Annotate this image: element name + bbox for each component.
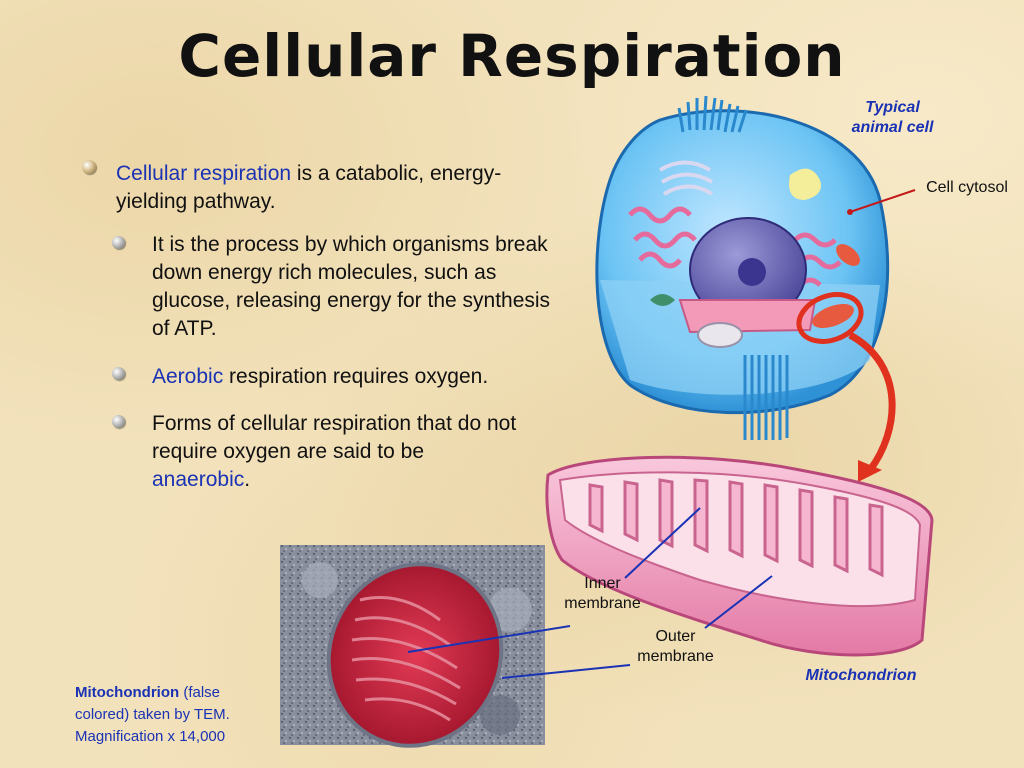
label-inner-membrane: Inner membrane — [555, 574, 650, 614]
mitochondrion-diagram — [547, 457, 932, 655]
bullet-3: Aerobic respiration requires oxygen. — [152, 363, 557, 391]
label-cytosol: Cell cytosol — [912, 178, 1022, 198]
label-outer-membrane: Outer membrane — [628, 627, 723, 667]
bullet-icon — [112, 236, 125, 249]
caption-bold: Mitochondrion — [75, 684, 179, 701]
bullet-icon — [82, 160, 96, 174]
label-typical-cell-line2: animal cell — [835, 118, 950, 138]
caption-line2: colored) taken by TEM. — [75, 704, 275, 726]
bullet-4: Forms of cellular respiration that do no… — [152, 410, 522, 494]
bullet-3-highlight: Aerobic — [152, 365, 223, 388]
bullet-3-text: respiration requires oxygen. — [223, 365, 488, 388]
bullet-4-highlight: anaerobic — [152, 468, 244, 491]
bullet-2: It is the process by which organisms bre… — [152, 231, 557, 343]
label-typical-cell-line1: Typical — [835, 98, 950, 118]
tem-caption: Mitochondrion (false colored) taken by T… — [75, 682, 275, 748]
animal-cell-diagram — [597, 96, 888, 440]
label-inner-line2: membrane — [555, 594, 650, 614]
bullet-4-period: . — [244, 468, 250, 491]
label-typical-cell: Typical animal cell — [835, 98, 950, 138]
caption-line3: Magnification x 14,000 — [75, 726, 275, 748]
bullet-1-highlight: Cellular respiration — [116, 162, 291, 185]
label-inner-line1: Inner — [555, 574, 650, 594]
label-mitochondrion: Mitochondrion — [795, 666, 927, 686]
label-outer-line2: membrane — [628, 647, 723, 667]
bullet-icon — [112, 367, 125, 380]
bullet-icon — [112, 415, 125, 428]
bullet-1: Cellular respiration is a catabolic, ene… — [116, 160, 516, 216]
label-outer-line1: Outer — [628, 627, 723, 647]
bullet-4-text: Forms of cellular respiration that do no… — [152, 412, 516, 463]
caption-rest: (false — [179, 684, 220, 701]
